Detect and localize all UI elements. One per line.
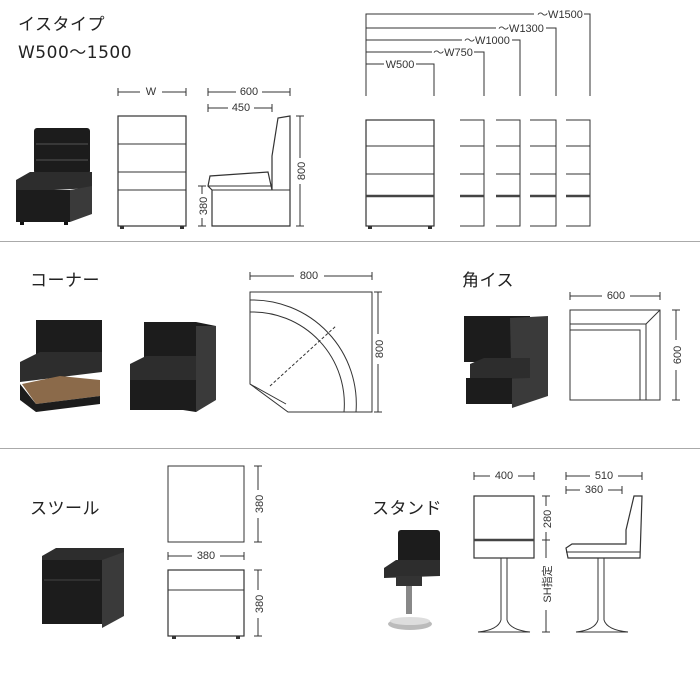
corner-photo-open [20,320,102,412]
chair-front-drawing: W [117,84,187,229]
stand-height-dims: 280 SH指定 [540,495,554,633]
chair-section-subtitle: W500〜1500 [18,43,133,63]
stand-seat-height-label: SH指定 [540,565,554,602]
corner-plan-drawing: 800 800 [249,268,386,413]
stand-seat-depth-label: 360 [585,484,603,496]
chair-seat-depth-label: 450 [232,102,250,114]
chair-width-label: W [146,86,157,98]
corner-width-label: 800 [300,270,318,282]
corner-chair-plan: 600 600 [569,288,684,401]
w1300-label: 〜W1300 [498,23,544,35]
corner-depth-label: 800 [374,340,386,358]
stool-front-drawing: 380 380 [167,548,266,639]
extension-1300 [530,119,557,227]
stool-width-label: 380 [197,550,215,562]
chair-seat-height-label: 380 [198,197,210,215]
stand-front-drawing: 400 [473,468,535,633]
stool-height-label: 380 [254,595,266,613]
corner-photo-closed [130,322,216,412]
w750-label: 〜W750 [433,47,473,59]
chair-width-variants: 〜W1500 〜W1300 〜W1000 〜W750 W500 [365,8,591,229]
extension-750 [460,119,485,227]
corner-chair-photo [464,316,548,408]
stand-back-height-label: 280 [542,510,554,528]
divider-1 [0,241,700,242]
stand-side-drawing: 510 360 [565,468,643,633]
w1000-label: 〜W1000 [464,35,510,47]
corner-chair-section-title: 角イス [462,271,514,291]
stand-width-label: 400 [495,470,513,482]
chair-photo [16,128,92,225]
w500-label: W500 [386,59,415,71]
stool-section-title: スツール [30,499,100,519]
corner-chair-width-label: 600 [607,290,625,302]
stand-photo [384,530,440,630]
stool-photo [42,548,124,628]
w1500-label: 〜W1500 [537,9,583,21]
chair-side-drawing: 600 450 800 380 [196,84,308,227]
chair-height-label: 800 [296,162,308,180]
stool-plan-drawing: 380 [167,465,266,543]
stand-depth-label: 510 [595,470,613,482]
extension-1000 [496,119,521,227]
stand-section-title: スタンド [372,499,442,519]
chair-section-title: イスタイプ [18,15,105,35]
divider-2 [0,448,700,449]
stool-depth-label: 380 [254,495,266,513]
corner-chair-depth-label: 600 [672,346,684,364]
extension-1500 [566,119,591,227]
chair-depth-label: 600 [240,86,258,98]
corner-section-title: コーナー [30,271,100,291]
